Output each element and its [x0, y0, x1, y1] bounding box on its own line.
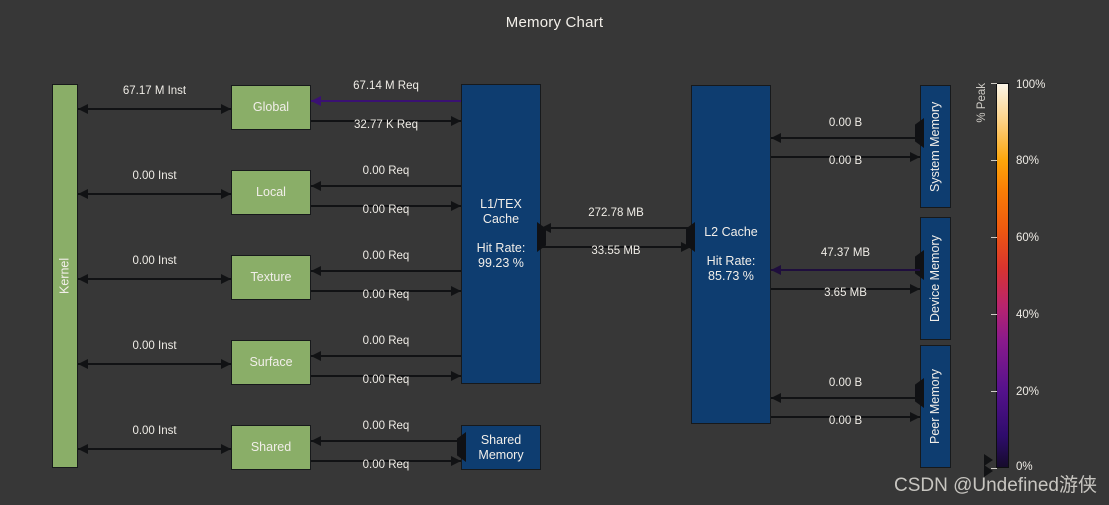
edge-l2-to-peermem-label: 0.00 B [828, 415, 863, 427]
colorbar-tick-40 [991, 314, 997, 315]
node-l2-hit-rate: Hit Rate: 85.73 % [706, 254, 756, 283]
node-texture-label: Texture [250, 270, 292, 284]
colorbar-title: % Peak [976, 83, 988, 123]
colorbar[interactable]: 100% 80% 60% 40% 20% 0% % Peak [976, 79, 1045, 477]
node-shared-memory-label: Shared Memory [478, 432, 524, 462]
edge-l1-to-l2-label: 33.55 MB [591, 245, 641, 257]
edge-l2-to-devmem-label: 3.65 MB [824, 287, 867, 299]
colorbar-tick-20 [991, 391, 997, 392]
edge-local-to-l1-label: 0.00 Req [362, 204, 410, 216]
colorbar-tick-0 [991, 468, 997, 469]
colorbar-label-80: 80% [1016, 155, 1040, 167]
edge-kernel-global-label: 67.17 M Inst [122, 85, 187, 97]
colorbar-label-100: 100% [1016, 79, 1046, 91]
node-shared-memory[interactable]: Shared Memory [461, 425, 541, 470]
node-local[interactable]: Local [231, 170, 311, 215]
node-surface-label: Surface [249, 355, 293, 369]
edge-sharedmem-to-shared-label: 0.00 Req [362, 420, 410, 432]
edge-devmem-to-l2-label: 47.37 MB [820, 247, 871, 259]
colorbar-marker-low2 [984, 465, 993, 477]
node-peer-memory[interactable]: Peer Memory [920, 345, 951, 468]
node-shared[interactable]: Shared [231, 425, 311, 470]
edge-kernel-texture-label: 0.00 Inst [132, 255, 177, 267]
node-l1tex-cache-label: L1/TEX Cache [480, 197, 522, 226]
node-texture[interactable]: Texture [231, 255, 311, 300]
edge-kernel-shared-label: 0.00 Inst [132, 425, 177, 437]
connector-notch-devmem [915, 250, 924, 280]
connector-notch-peermem [915, 378, 924, 408]
colorbar-tick-80 [991, 160, 997, 161]
node-peer-memory-label: Peer Memory [928, 368, 942, 445]
edge-l2-to-l1-label: 272.78 MB [588, 207, 644, 219]
node-shared-label: Shared [250, 440, 292, 454]
colorbar-label-0: 0% [1016, 461, 1033, 473]
edge-peermem-to-l2-label: 0.00 B [828, 377, 863, 389]
node-l1tex-cache[interactable]: L1/TEX Cache Hit Rate: 99.23 % [461, 84, 541, 384]
node-system-memory-label: System Memory [928, 101, 942, 192]
colorbar-label-20: 20% [1016, 386, 1040, 398]
connector-notch-l2-left [686, 222, 695, 252]
colorbar-label-60: 60% [1016, 232, 1040, 244]
edge-surface-to-l1-label: 0.00 Req [362, 374, 410, 386]
page-title: Memory Chart [505, 14, 604, 31]
node-device-memory-label: Device Memory [928, 235, 942, 322]
edge-kernel-surface-label: 0.00 Inst [132, 340, 177, 352]
watermark: CSDN @Undefined游侠 [893, 475, 1097, 496]
node-l2-cache-label: L2 Cache [704, 225, 758, 239]
connector-notch-sharedmem [457, 432, 466, 462]
node-local-label: Local [256, 185, 286, 199]
node-kernel-label: Kernel [57, 257, 72, 295]
node-kernel[interactable]: Kernel [52, 84, 78, 468]
edge-l1-to-global-label: 67.14 M Req [353, 80, 419, 92]
edge-kernel-local-label: 0.00 Inst [132, 170, 177, 182]
colorbar-marker-low [984, 454, 993, 466]
edge-texture-to-l1-label: 0.00 Req [362, 289, 410, 301]
colorbar-label-40: 40% [1016, 309, 1040, 321]
edge-l1-to-texture-label: 0.00 Req [362, 250, 410, 262]
node-l1tex-hit-rate: Hit Rate: 99.23 % [476, 241, 526, 270]
connector-notch-sysmem [915, 118, 924, 148]
colorbar-tick-60 [991, 237, 997, 238]
edge-l1-to-surface-label: 0.00 Req [362, 335, 410, 347]
edge-sysmem-to-l2-label: 0.00 B [828, 117, 863, 129]
colorbar-gradient [996, 83, 1009, 468]
node-device-memory[interactable]: Device Memory [920, 217, 951, 340]
node-global[interactable]: Global [231, 85, 311, 130]
edge-l2-to-sysmem-label: 0.00 B [828, 155, 863, 167]
colorbar-tick-100 [991, 83, 997, 84]
edge-l1-to-local-label: 0.00 Req [362, 165, 410, 177]
edge-shared-to-sharedmem-label: 0.00 Req [362, 459, 410, 471]
node-surface[interactable]: Surface [231, 340, 311, 385]
node-global-label: Global [252, 100, 290, 114]
node-system-memory[interactable]: System Memory [920, 85, 951, 208]
connector-notch-l1-right [537, 222, 546, 252]
edge-global-to-l1-label: 32.77 K Req [354, 119, 418, 131]
node-l2-cache[interactable]: L2 Cache Hit Rate: 85.73 % [691, 85, 771, 424]
